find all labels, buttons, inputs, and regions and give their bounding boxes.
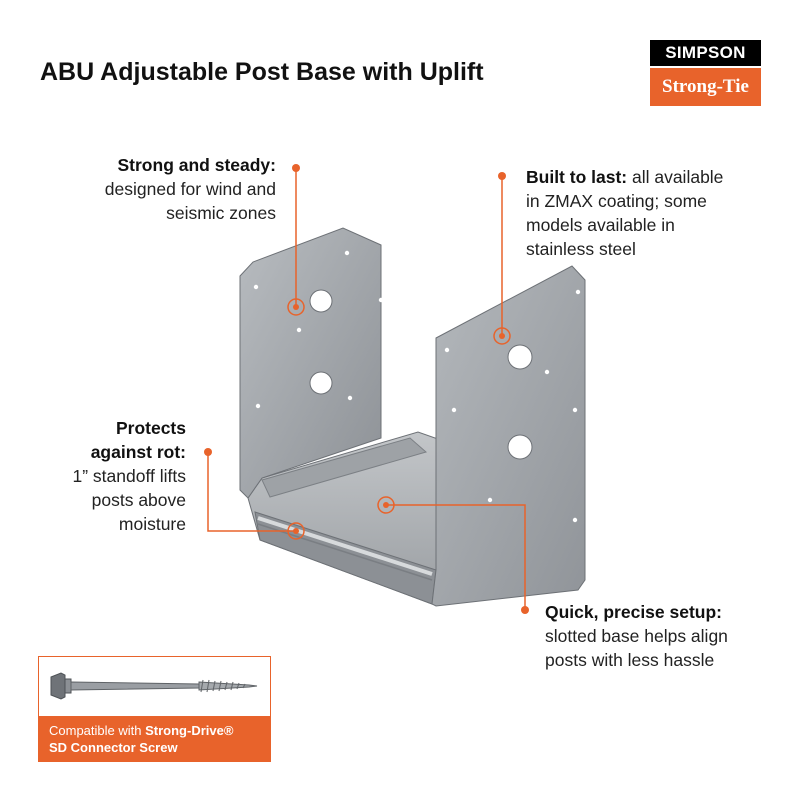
- target-strong: [287, 298, 305, 316]
- simpson-strong-tie-logo: SIMPSON Strong-Tie: [650, 40, 761, 106]
- callout-built-line3: models available in: [526, 215, 675, 235]
- callout-strong-steady: Strong and steady: designed for wind and…: [105, 153, 276, 225]
- base-slot: [261, 437, 428, 498]
- screw-caption-prefix: Compatible with: [49, 723, 146, 738]
- callout-quick-line1: slotted base helps align: [545, 626, 728, 646]
- page-title: ABU Adjustable Post Base with Uplift: [40, 58, 484, 86]
- standoff-rail: [257, 516, 433, 576]
- screw-caption-brand: Strong-Drive®: [145, 723, 234, 738]
- callout-protects-line3: moisture: [118, 514, 186, 534]
- screw-box-caption: Compatible with Strong-Drive® SD Connect…: [39, 716, 270, 761]
- bullet-strong: [292, 164, 300, 172]
- logo-strong-tie-text: Strong-Tie: [650, 68, 761, 106]
- leader-quick: [386, 504, 526, 610]
- target-quick: [377, 496, 395, 514]
- callout-built-rest1: all available: [627, 167, 724, 187]
- left-plate-hole-lower: [309, 371, 333, 395]
- right-side-plate: [431, 265, 586, 607]
- screw-icon: [50, 672, 258, 700]
- right-plate-hole-upper: [507, 344, 533, 370]
- callout-protects-heading2: against rot:: [90, 442, 186, 462]
- callout-built-line2: in ZMAX coating; some: [526, 191, 707, 211]
- callout-protects-heading1: Protects: [115, 418, 186, 438]
- screw-compatibility-box: Compatible with Strong-Drive® SD Connect…: [38, 656, 271, 762]
- callout-strong-heading: Strong and steady:: [117, 155, 277, 175]
- screw-caption-product: SD Connector Screw: [49, 740, 178, 755]
- left-plate-hole-upper: [309, 289, 333, 313]
- callout-built-heading: Built to last:: [526, 167, 628, 187]
- callout-protects-line1: 1” standoff lifts: [72, 466, 187, 486]
- callout-protects-line2: posts above: [91, 490, 186, 510]
- callout-built-line4: stainless steel: [526, 239, 636, 259]
- bullet-built: [498, 172, 506, 180]
- target-protects: [287, 522, 305, 540]
- bullet-protects: [204, 448, 212, 456]
- bullet-quick: [521, 606, 529, 614]
- callout-quick-setup: Quick, precise setup: slotted base helps…: [545, 600, 728, 672]
- left-side-plate: [239, 227, 382, 499]
- callout-strong-line2: seismic zones: [166, 203, 276, 223]
- right-plate-hole-lower: [507, 434, 533, 460]
- target-built: [493, 327, 511, 345]
- callout-built-to-last: Built to last: all available in ZMAX coa…: [526, 165, 723, 261]
- leader-protects: [207, 452, 296, 532]
- callout-quick-heading: Quick, precise setup:: [545, 602, 723, 622]
- callout-protects: Protects against rot: 1” standoff lifts …: [73, 416, 187, 536]
- logo-simpson-text: SIMPSON: [650, 40, 761, 66]
- callout-strong-line1: designed for wind and: [104, 179, 276, 199]
- callout-quick-line2: posts with less hassle: [545, 650, 715, 670]
